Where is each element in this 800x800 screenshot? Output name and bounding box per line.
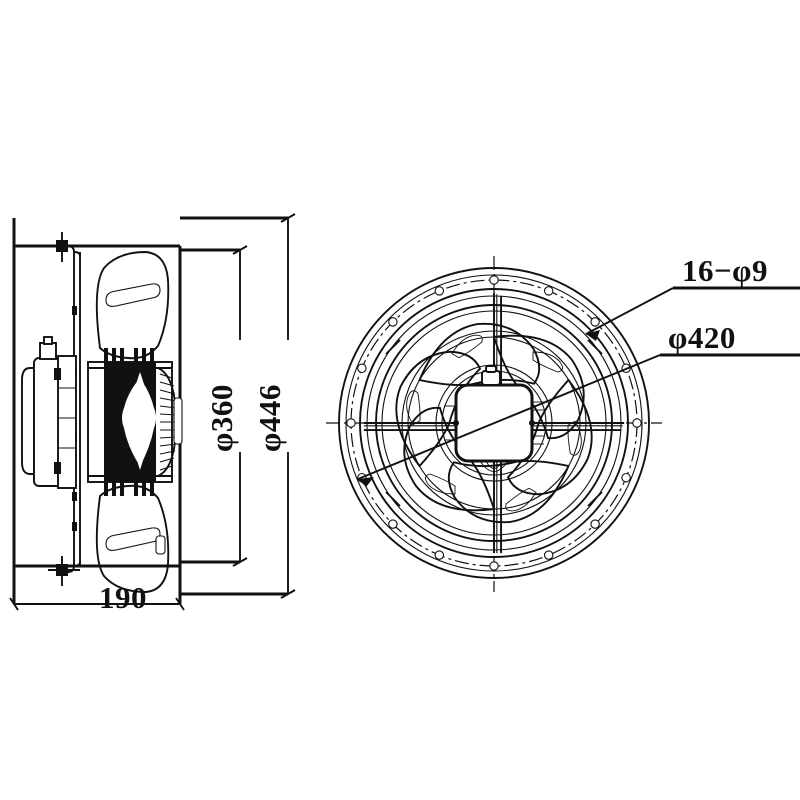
bracket-ul	[385, 339, 401, 355]
frame-bolt-1	[72, 306, 77, 315]
fin-3	[159, 389, 176, 395]
fin-9	[159, 436, 177, 439]
fin-1	[159, 373, 173, 379]
label-holes-16-phi9: 16−φ9	[682, 253, 768, 288]
motor-housing-outer	[21, 367, 59, 475]
blade-f3-slot	[505, 487, 537, 512]
mounting-hole-10	[434, 550, 445, 560]
blade-f5-slot	[406, 390, 421, 426]
mounting-hole-16	[434, 286, 445, 296]
mounting-hole-2	[543, 286, 554, 296]
rotor-section-solid-right	[140, 362, 156, 482]
blade-f6-slot	[451, 334, 483, 359]
flange-bolt-lower	[54, 462, 61, 474]
hub-pivot-left	[453, 420, 459, 426]
dim-tick-446-top	[280, 213, 296, 223]
bracket-ur	[587, 339, 603, 355]
frame-lip-top-inner	[73, 251, 81, 257]
fin-10	[159, 443, 177, 447]
leader-arrow-phi420	[358, 477, 374, 487]
fin-4	[159, 397, 177, 402]
mounting-hole-1	[489, 275, 499, 285]
label-depth-190: 190	[99, 580, 147, 615]
side-view-dimension-lines	[9, 213, 296, 611]
label-dia-360: φ360	[204, 384, 239, 452]
blade-lower-slot	[105, 527, 161, 551]
hub-under-detail-1	[485, 460, 503, 469]
tooth-b6	[150, 480, 154, 496]
terminal-box-cap	[43, 336, 53, 345]
tooth-t1	[104, 348, 108, 364]
frame-lip-bottom-inner	[73, 561, 81, 567]
tooth-b4	[134, 480, 138, 496]
tooth-b1	[104, 480, 108, 496]
mounting-hole-6	[621, 472, 631, 483]
bolt-bottom-head	[56, 564, 68, 576]
hub-under-detail-2	[479, 460, 509, 472]
mounting-bolt-symbols	[48, 232, 80, 586]
flange-bolt-upper	[54, 368, 61, 380]
terminal-box	[39, 342, 57, 360]
dim-tick-360-top	[232, 245, 248, 255]
front-view-leaders	[357, 286, 800, 487]
dim-tick-446-bottom	[280, 589, 296, 599]
motor-assembly	[21, 336, 77, 489]
frame-bolt-4	[72, 492, 77, 501]
blade-f1-slot	[532, 351, 563, 373]
tooth-t3	[120, 348, 124, 364]
fin-13	[159, 465, 173, 471]
mounting-hole-3	[590, 317, 600, 327]
ring-outer-flange	[338, 267, 650, 579]
leader-line-16phi9	[585, 287, 674, 335]
mounting-hole-15	[388, 317, 398, 327]
leader-line-phi420	[357, 354, 661, 480]
leader-arrow-16phi9	[586, 330, 600, 341]
impeller-hub-section	[87, 348, 183, 496]
ring-outer-inner-edge	[345, 274, 643, 572]
blade-f4-slot	[425, 473, 456, 495]
blade-lower-tip-tab	[155, 535, 166, 555]
blade-upper-outline	[95, 251, 170, 360]
mounting-hole-13	[346, 418, 356, 428]
motor-flange	[57, 355, 77, 489]
blade-upper-slot	[105, 283, 161, 307]
frame-bolt-5	[72, 522, 77, 531]
dim-tick-190-left	[9, 597, 19, 611]
ring-shroud-outer	[359, 288, 629, 558]
mounting-hole-11	[388, 519, 398, 529]
tooth-b3	[120, 480, 124, 496]
blade-lower-outline	[95, 484, 170, 593]
mounting-hole-7	[590, 519, 600, 529]
hub-terminal-cap	[485, 365, 497, 373]
hub-terminal-box	[481, 370, 501, 386]
rear-shaft-cap	[173, 397, 183, 445]
bolt-top-head	[56, 240, 68, 252]
bracket-lr	[587, 491, 603, 507]
label-dia-446: φ446	[252, 384, 287, 452]
tooth-t4	[134, 348, 138, 364]
dim-tick-360-bottom	[232, 557, 248, 567]
fin-12	[159, 457, 175, 463]
tooth-t6	[150, 348, 154, 364]
fin-11	[159, 450, 176, 455]
hub-pivot-right	[529, 420, 535, 426]
impeller-blade-upper	[95, 251, 170, 360]
mounting-holes-16	[346, 275, 642, 571]
rotor-shaft-void	[128, 372, 152, 470]
spoke-end-brackets	[385, 339, 603, 507]
label-dia-420: φ420	[668, 320, 736, 355]
mounting-hole-8	[543, 550, 554, 560]
rotor-section-solid-left	[104, 362, 140, 482]
mounting-hole-5	[632, 418, 642, 428]
bracket-ll	[385, 491, 401, 507]
fin-2	[159, 381, 175, 387]
mounting-hole-14	[357, 363, 367, 374]
front-circular-view: 16−φ9 φ420	[326, 253, 800, 592]
blade-f2-slot	[567, 420, 582, 456]
mounting-hole-9	[489, 561, 499, 571]
side-elevation-view: 190 φ360 φ446	[9, 213, 296, 615]
impeller-blade-lower	[95, 484, 170, 593]
fin-5	[159, 405, 177, 409]
